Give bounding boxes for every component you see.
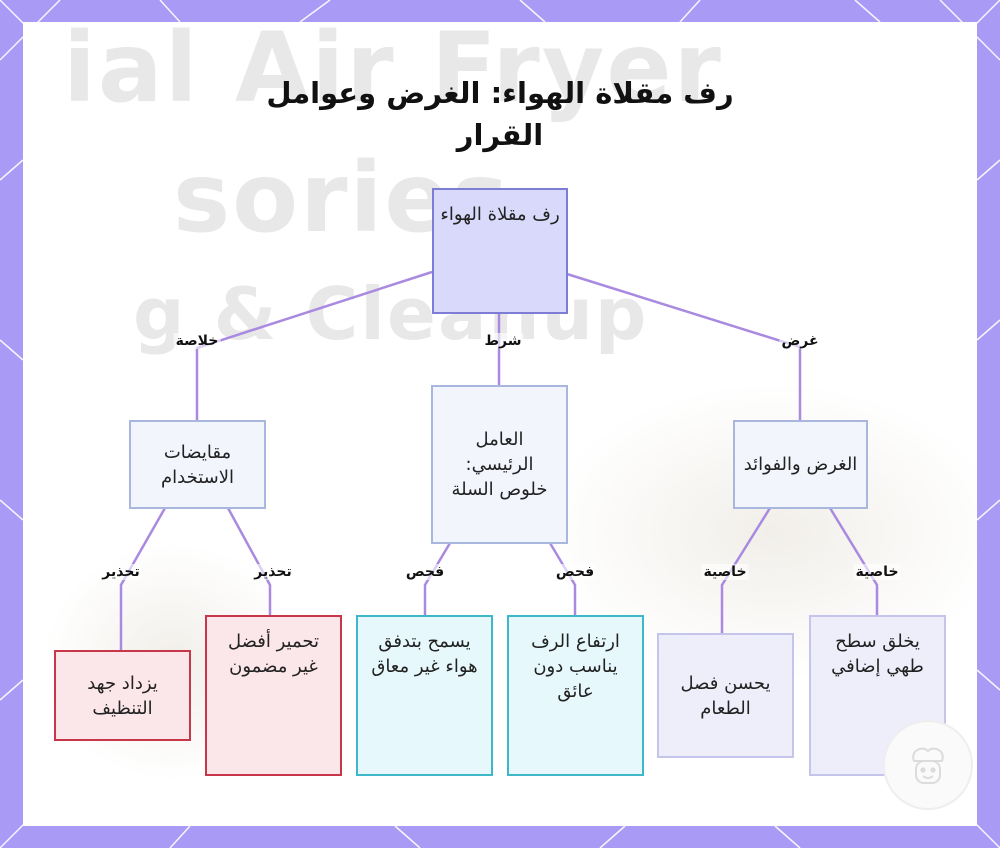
node-airflow: يسمح بتدفق هواء غير معاق <box>356 615 493 776</box>
diagram-title: رف مقلاة الهواء: الغرض وعوامل القرار <box>266 76 734 152</box>
edge-label-condition: شرط <box>482 333 524 349</box>
edge-label-purpose: غرض <box>779 333 821 349</box>
node-separation: يحسن فصل الطعام <box>657 633 794 758</box>
node-root: رف مقلاة الهواء <box>432 188 568 314</box>
edge-label-conclusion: خلاصة <box>173 333 221 349</box>
node-cleaning: يزداد جهد التنظيف <box>54 650 191 741</box>
edge-purpose-separation <box>720 507 772 633</box>
edge-label-check: فحص <box>403 564 447 580</box>
node-purpose: الغرض والفوائد <box>733 420 868 509</box>
node-tradeoffs: مقايضات الاستخدام <box>129 420 266 509</box>
node-browning: تحمير أفضل غير مضمون <box>205 615 342 776</box>
background-ghost-text: ial Air Fryer <box>63 22 723 124</box>
edge-label-property: خاصية <box>853 564 901 580</box>
edge-label-warning: تحذير <box>100 564 142 580</box>
edge-label-check: فحص <box>553 564 597 580</box>
edge-purpose-surface <box>828 507 879 615</box>
edge-key-airflow <box>423 542 452 615</box>
edge-trade-cleaning <box>119 507 167 650</box>
node-height: ارتفاع الرف يناسب دون عائق <box>507 615 644 776</box>
node-key-factor: العامل الرئيسي: خلوص السلة <box>431 385 568 544</box>
chef-face-icon <box>883 720 973 810</box>
edge-key-height <box>548 542 577 615</box>
edge-trade-browning <box>226 507 272 615</box>
edge-root-tradeoffs <box>195 270 433 420</box>
edge-label-property: خاصية <box>701 564 749 580</box>
edge-label-warning: تحذير <box>252 564 294 580</box>
edge-root-purpose <box>566 272 802 420</box>
